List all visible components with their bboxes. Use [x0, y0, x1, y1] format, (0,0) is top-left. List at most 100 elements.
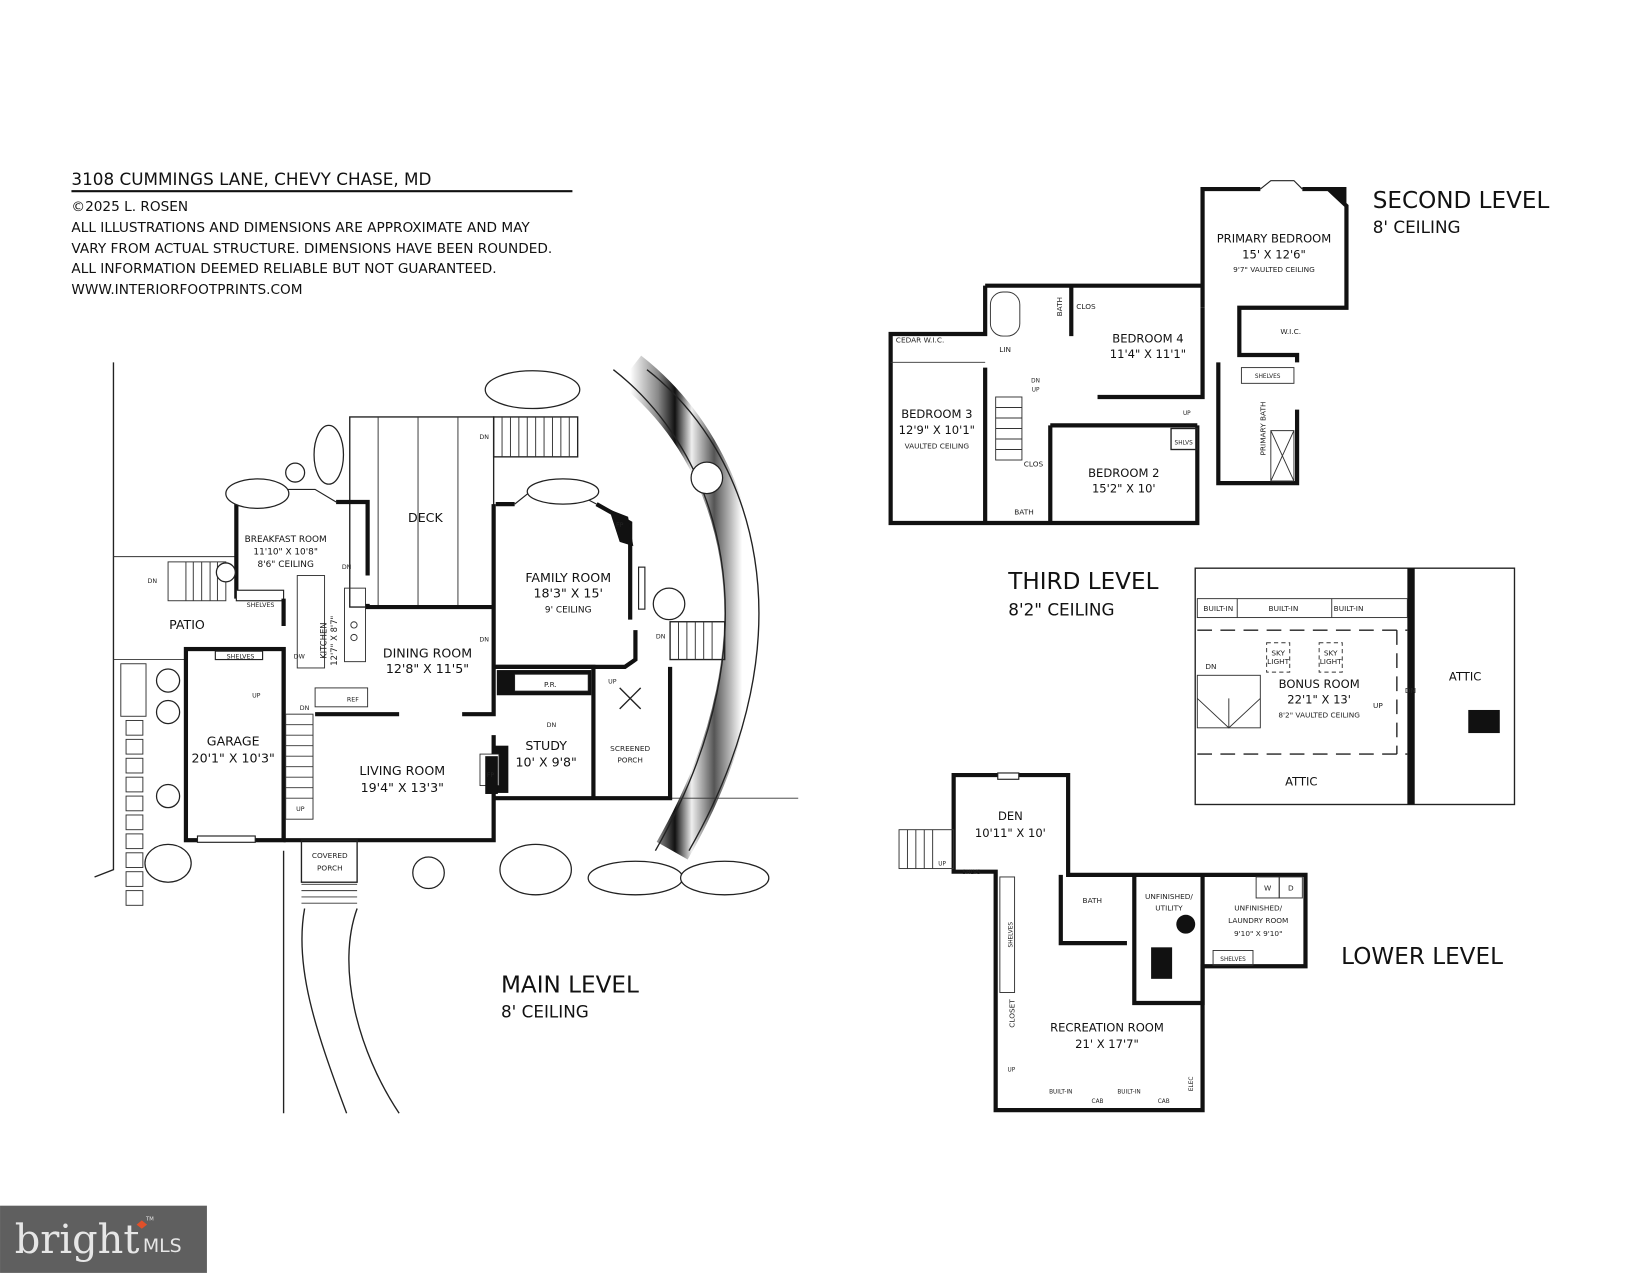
stair-dn-label: DN: [656, 634, 666, 641]
bath-label: BATH: [1014, 508, 1034, 517]
built-in-label: BUILT-IN: [1203, 604, 1233, 613]
room-name: ATTIC: [1285, 775, 1317, 789]
room-name: BEDROOM 4: [1112, 331, 1183, 345]
curved-walkway: [619, 355, 760, 860]
stair-up-label: UP: [296, 806, 305, 813]
room-name: PORCH: [317, 864, 343, 873]
room-name: STUDY: [525, 738, 567, 753]
linen-label: LIN: [999, 345, 1011, 354]
level-ceiling: 8'2" CEILING: [1008, 599, 1114, 619]
house-walls: [283, 504, 673, 843]
room-dimensions: 12'7" X 8'7": [329, 615, 339, 665]
stair-up-label: UP: [938, 861, 946, 867]
header-block: 3108 CUMMINGS LANE, CHEVY CHASE, MD ©202…: [71, 169, 573, 298]
shower: [1270, 430, 1295, 482]
corner-fill: [1323, 186, 1347, 208]
disclaimer-line: VARY FROM ACTUAL STRUCTURE. DIMENSIONS H…: [71, 241, 552, 257]
refrigerator: [314, 687, 369, 708]
room-name: P.R.: [544, 680, 557, 689]
cabinet-label: CAB: [1092, 1099, 1104, 1105]
bath-label: BATH: [1055, 297, 1064, 317]
room-name: BREAKFAST ROOM: [245, 535, 327, 545]
water-heater: [1176, 914, 1196, 934]
skylight: [1266, 642, 1291, 673]
kitchen-counter: [296, 575, 326, 669]
dryer-label: D: [1288, 884, 1294, 893]
level-title: SECOND LEVEL: [1373, 188, 1550, 214]
stair-dn-label: DN: [547, 722, 557, 729]
stair-dn-label: DN: [479, 637, 489, 644]
room-ceiling: 8'2" VAULTED CEILING: [1278, 710, 1360, 719]
level-ceiling: 8' CEILING: [501, 1002, 589, 1022]
stair-up-label: UP: [252, 692, 261, 699]
stair-dn-label: DN: [300, 705, 310, 712]
shelves-label: SHELVES: [1255, 374, 1281, 380]
skylight-label: SKY: [1324, 648, 1338, 657]
attic-outline: [1194, 567, 1516, 806]
built-in-label: BUILT-IN: [1049, 1089, 1072, 1095]
copyright: ©2025 L. ROSEN: [71, 199, 188, 215]
room-name: PRIMARY BEDROOM: [1217, 232, 1332, 246]
stair-up-label: UP: [608, 679, 617, 686]
room-name: PORCH: [617, 755, 643, 764]
third-stairs: [1196, 674, 1261, 729]
skylight: [1318, 642, 1343, 673]
room-name: RECREATION ROOM: [1050, 1020, 1164, 1034]
kitchen-counter: [344, 587, 366, 663]
room-dimensions: 20'1" X 10'3": [192, 750, 275, 765]
property-address-title: 3108 CUMMINGS LANE, CHEVY CHASE, MD: [71, 169, 431, 189]
room-name: GARAGE: [207, 734, 260, 749]
stair-dn-label: DN: [148, 578, 158, 585]
chimney: [1468, 709, 1500, 734]
skylight-label: LIGHT: [1320, 657, 1342, 666]
property-line: [94, 362, 115, 878]
bright-mls-logo: bright MLS TM: [0, 1205, 207, 1273]
bay-window: [1259, 180, 1303, 190]
room-name: BEDROOM 2: [1088, 466, 1159, 480]
logo-tm: TM: [145, 1216, 154, 1222]
room-name: CLOSET: [1008, 999, 1017, 1028]
patio-edge: [113, 556, 799, 799]
built-ins: [1196, 598, 1408, 619]
lower-level-plan: DEN 10'11" X 10' RECREATION ROOM 21' X 1…: [898, 772, 1503, 1113]
trees: [144, 370, 770, 896]
room-ceiling: 9' CEILING: [545, 605, 592, 615]
shelves-label: SHLVS: [962, 870, 981, 876]
main-stairs: [285, 713, 314, 820]
main-level-plan: BREAKFAST ROOM 11'10" X 10'8" 8'6" CEILI…: [94, 355, 799, 1114]
stair-up-label: UP: [1183, 411, 1191, 417]
room-dimensions: 10' X 9'8": [515, 755, 576, 770]
room-name: FAMILY ROOM: [525, 570, 611, 585]
tree-icon: [652, 587, 686, 621]
shelves-label: SHELVES: [227, 654, 255, 661]
cabinet-label: CAB: [1158, 1099, 1170, 1105]
skylight-label: SKY: [1271, 648, 1285, 657]
shelves: [999, 876, 1016, 993]
fireplace: [609, 509, 634, 547]
room-name: LIVING ROOM: [359, 763, 445, 778]
room-name: SCREENED: [610, 744, 650, 753]
room-dimensions: 19'4" X 13'3": [361, 780, 444, 795]
room-dimensions: 22'1" X 13': [1287, 693, 1351, 707]
room-name: ATTIC: [1449, 670, 1481, 684]
laundry-shelves: [1212, 950, 1254, 966]
bathtub: [989, 291, 1021, 337]
stair-dn-label: DN: [1405, 686, 1416, 695]
dishwasher-label: DW: [294, 654, 306, 661]
tree-icon: [215, 562, 236, 583]
cooktop-icon: [350, 621, 358, 629]
tree-icon: [144, 843, 192, 883]
shelves: [1240, 367, 1295, 384]
garage-door: [196, 835, 256, 843]
tree-icon: [499, 843, 572, 896]
room-dimensions: 11'10" X 10'8": [253, 548, 318, 558]
level-ceiling: 8' CEILING: [1373, 217, 1461, 237]
second-level-plan: PRIMARY BEDROOM 15' X 12'6" 9'7" VAULTED…: [888, 180, 1550, 526]
room-name: PRIMARY BATH: [1259, 401, 1268, 455]
tree-icon: [690, 461, 724, 495]
room-ceiling: 8'6" CEILING: [258, 560, 314, 570]
room-name: BEDROOM 3: [901, 407, 972, 421]
room-name: PATIO: [169, 617, 205, 632]
shelves-label: SHELVES: [247, 602, 275, 609]
stair-dn-label: DN: [342, 564, 352, 571]
